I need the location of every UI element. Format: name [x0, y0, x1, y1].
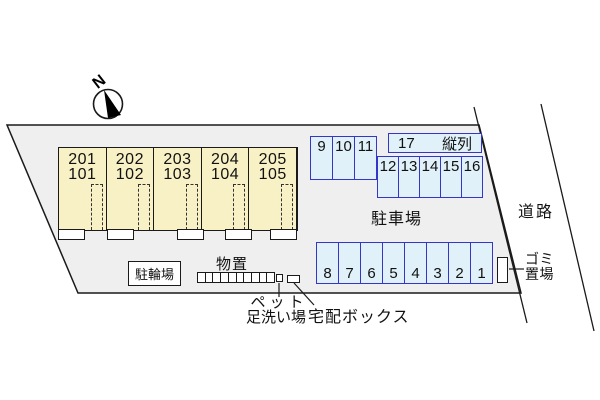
stair-outline [138, 184, 151, 230]
unit-label: 205 105 [249, 148, 296, 182]
unit-label: 201 101 [59, 148, 106, 182]
shed-cell [267, 273, 274, 282]
parking-stall: 3 [427, 243, 449, 283]
storage-shed-row [197, 272, 275, 283]
pet-wash-label: ペット 足洗い場 [240, 295, 312, 325]
stair-outline [185, 184, 198, 230]
parking-stall: 14 [420, 157, 441, 197]
porch [107, 229, 134, 240]
unit-upper-number: 204 [210, 151, 240, 168]
parking-stall-number: 17 [398, 134, 415, 152]
shed-cell [229, 273, 237, 282]
unit-lower-number: 105 [258, 165, 287, 183]
parking-stall: 10 [333, 137, 355, 179]
parking-stall: 12 [378, 157, 399, 197]
unit-lower-number: 102 [115, 165, 144, 183]
unit-204-104: 204 104 [202, 148, 250, 230]
parking-stall: 5 [383, 243, 405, 283]
road-edge-left [473, 106, 528, 324]
parking-stall: 13 [399, 157, 420, 197]
unit-label: 204 104 [202, 148, 249, 182]
garbage-area-label: ゴミ 置場 [525, 252, 554, 282]
unit-upper-number: 203 [163, 151, 192, 168]
garbage-label-line1: ゴミ [525, 251, 554, 267]
unit-upper-number: 202 [115, 151, 144, 168]
storage-shed-label: 物置 [216, 256, 249, 273]
unit-203-103: 203 103 [154, 148, 202, 230]
parking-row-12-16: 12 13 14 15 16 [377, 156, 483, 198]
parking-stall-17-tandem: 17 縦列 [388, 133, 482, 153]
pet-wash-box [276, 274, 283, 282]
shed-cell [213, 273, 222, 282]
shed-cell [237, 273, 245, 282]
pet-wash-label-line2: 足洗い場 [245, 309, 306, 326]
porch [225, 229, 252, 240]
unit-label: 203 103 [154, 148, 201, 182]
parking-stall: 8 [317, 243, 339, 283]
parking-stall: 6 [361, 243, 383, 283]
unit-205-105: 205 105 [249, 148, 297, 230]
apartment-building: 201 101 202 102 203 103 204 104 [58, 147, 298, 240]
parking-row-9-11: 9 10 11 [310, 136, 377, 180]
unit-lower-number: 103 [163, 165, 192, 183]
delivery-box-leader-line [293, 282, 315, 306]
porch [270, 229, 297, 240]
shed-cell [198, 273, 206, 282]
parking-stall: 15 [441, 157, 462, 197]
parking-lot-label: 駐車場 [371, 211, 423, 228]
parking-stall: 4 [405, 243, 427, 283]
road-edge-right [540, 103, 595, 332]
parking-stall: 9 [311, 137, 333, 179]
unit-lower-number: 101 [68, 165, 97, 183]
parking-stall: 16 [463, 158, 481, 175]
garbage-label-line2: 置場 [525, 266, 554, 282]
shed-cell [206, 273, 214, 282]
parking-stall: 7 [339, 243, 361, 283]
parking-row-8-1: 8 7 6 5 4 3 2 1 [316, 242, 493, 284]
delivery-box-marker [287, 275, 300, 283]
parking-stall: 1 [477, 265, 486, 282]
parking-stall: 11 [357, 138, 374, 155]
shed-cell [260, 273, 268, 282]
porch [177, 229, 204, 240]
compass-icon: N [90, 72, 124, 120]
bicycle-parking-label: 駐輪場 [134, 267, 174, 282]
unit-upper-number: 205 [258, 151, 287, 168]
stair-outline [280, 184, 293, 230]
unit-label: 202 102 [107, 148, 154, 182]
bicycle-parking-box: 駐輪場 [128, 261, 181, 286]
shed-cell [221, 273, 229, 282]
delivery-box-label: 宅配ボックス [308, 309, 410, 326]
shed-cell [244, 273, 252, 282]
unit-lower-number: 104 [210, 165, 240, 183]
unit-201-101: 201 101 [59, 148, 107, 230]
pet-wash-label-line1: ペット [250, 294, 308, 311]
tandem-label: 縦列 [441, 135, 472, 153]
stair-outline [233, 184, 246, 230]
porch [58, 229, 85, 240]
shed-cell [252, 273, 260, 282]
parking-stall: 2 [449, 243, 471, 283]
road-label: 道路 [518, 204, 555, 221]
unit-202-102: 202 102 [107, 148, 155, 230]
stair-outline [90, 184, 103, 230]
unit-upper-number: 201 [68, 151, 97, 168]
garbage-area-box [497, 257, 508, 283]
